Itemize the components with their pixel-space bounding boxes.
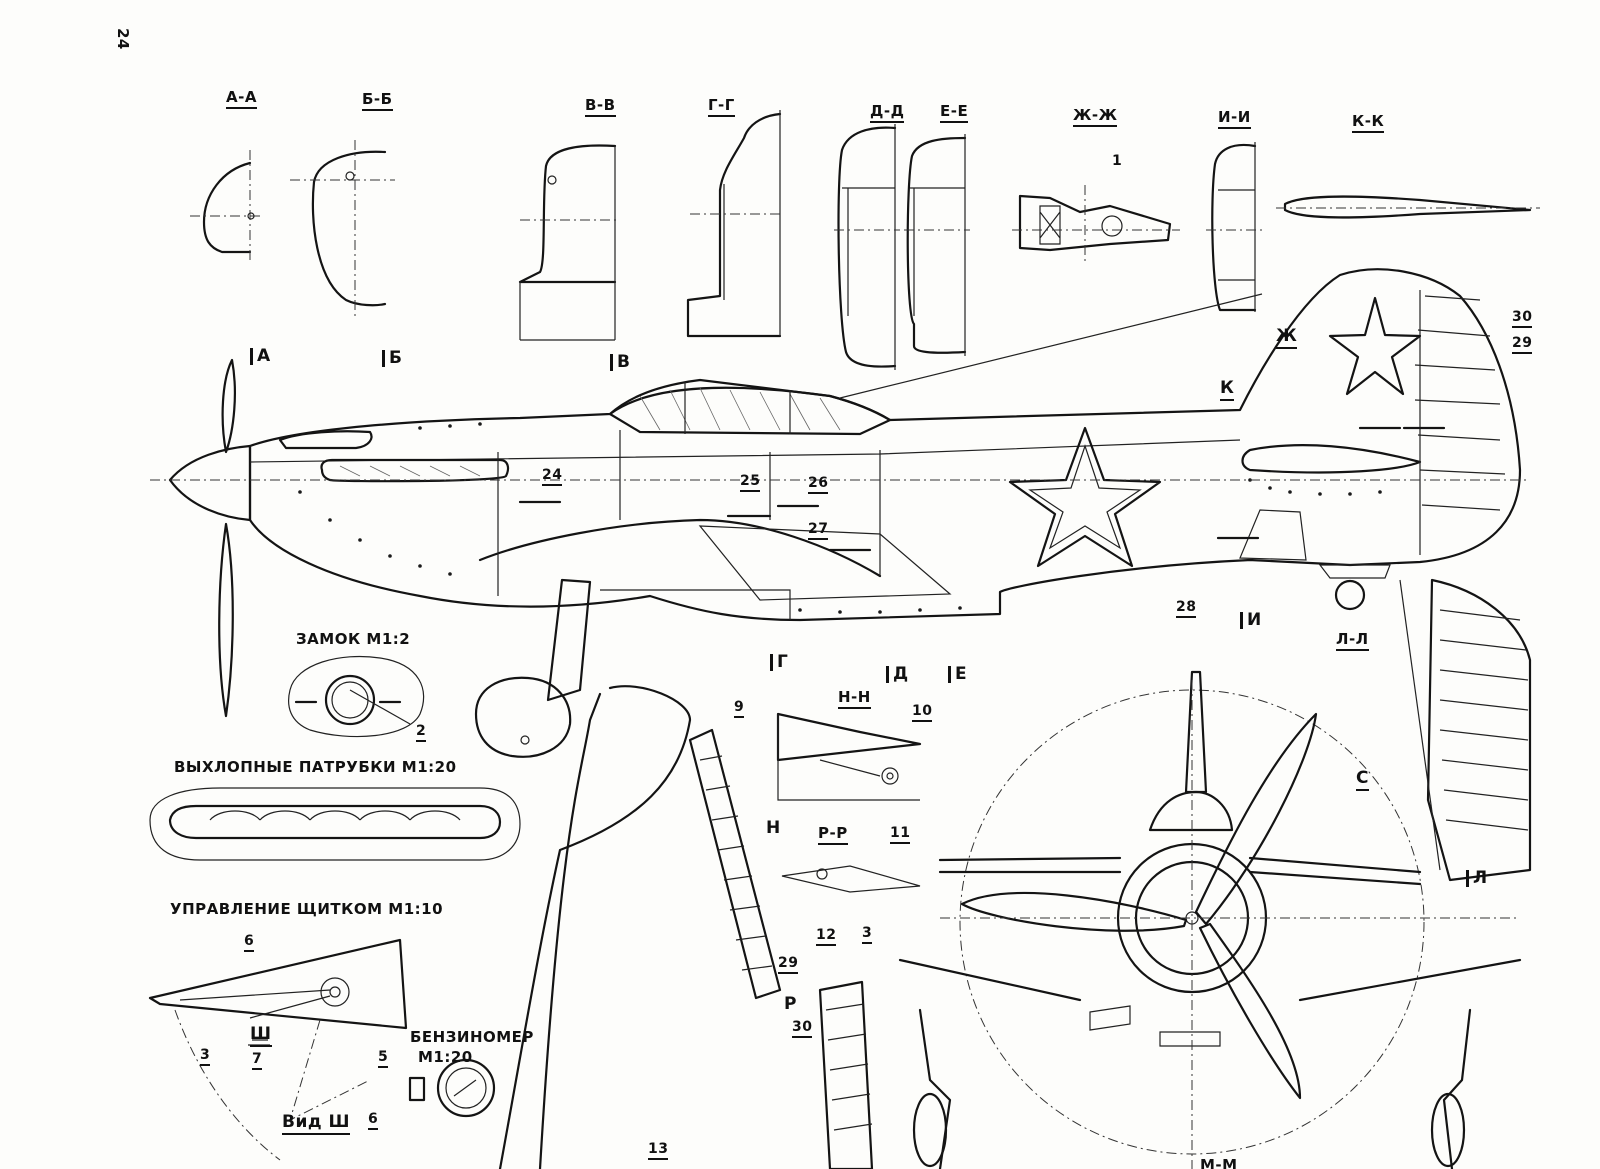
side-view (150, 268, 1530, 758)
callout-1: 1 (1112, 153, 1123, 169)
section-label-nn: Н-Н (838, 690, 871, 709)
cut-marker-v: В (610, 354, 630, 371)
front-view (898, 670, 1522, 1169)
exhaust-title: ВЫХЛОПНЫЕ ПАТРУБКИ М1:20 (174, 758, 457, 776)
flap-rib-detail (688, 728, 874, 1169)
callout-3a: 3 (200, 1048, 211, 1066)
cut-marker-s: С (1356, 770, 1369, 791)
hh-rr-sections (776, 712, 922, 893)
callout-6a: 6 (244, 934, 255, 952)
callout-29a: 29 (1512, 336, 1533, 354)
section-label-zhzh: Ж-Ж (1073, 108, 1118, 127)
cut-marker-b: Б (382, 350, 402, 367)
cut-marker-k: К (1220, 380, 1235, 401)
callout-26: 26 (808, 476, 829, 494)
exhaust-detail (149, 787, 521, 861)
cut-marker-l: Л (1466, 870, 1488, 887)
cut-marker-n: Н (766, 818, 781, 838)
fuel-gauge-scale: М1:20 (418, 1048, 473, 1066)
section-label-ii: И-И (1218, 110, 1251, 129)
view-sh-title: Вид Ш (282, 1114, 351, 1135)
cut-marker-i: И (1240, 612, 1262, 629)
cross-sections (190, 110, 1540, 370)
cut-marker-sh: Ш (250, 1026, 272, 1047)
callout-2: 2 (416, 724, 427, 742)
fuel-gauge-detail (408, 1058, 496, 1118)
flap-control-title: УПРАВЛЕНИЕ ЩИТКОМ М1:10 (170, 900, 444, 918)
callout-29b: 29 (778, 956, 799, 974)
callout-30b: 30 (792, 1020, 813, 1038)
section-label-dd: Д-Д (870, 104, 905, 123)
wing-planform (498, 685, 692, 1169)
callout-9: 9 (734, 700, 745, 718)
lock-detail (288, 655, 425, 738)
section-label-kk: К-К (1352, 114, 1385, 133)
section-label-bb: Б-Б (362, 92, 393, 111)
cut-marker-a: А (250, 348, 271, 365)
callout-24: 24 (542, 468, 563, 486)
section-label-vv: В-В (585, 98, 616, 117)
callout-3b: 3 (862, 926, 873, 944)
page-number: 24 (114, 28, 132, 50)
callout-10: 10 (912, 704, 933, 722)
callout-11: 11 (890, 826, 911, 844)
callout-25: 25 (740, 474, 761, 492)
callout-7: 7 (252, 1052, 263, 1070)
callout-6b: 6 (368, 1112, 379, 1130)
section-label-ee: Е-Е (940, 104, 969, 123)
callout-27: 27 (808, 522, 829, 540)
callout-28: 28 (1176, 600, 1197, 618)
cut-marker-e: Е (948, 666, 967, 683)
fuel-gauge-title: БЕНЗИНОМЕР (410, 1028, 534, 1046)
lock-title: ЗАМОК М1:2 (296, 630, 411, 648)
section-label-ll: Л-Л (1336, 632, 1369, 651)
cut-marker-g: Г (770, 654, 788, 671)
callout-13: 13 (648, 1142, 669, 1160)
section-label-rr: Р-Р (818, 826, 848, 845)
section-label-gg: Г-Г (708, 98, 735, 117)
section-label-mm: М-М (1200, 1156, 1238, 1169)
cut-marker-d: Д (886, 666, 909, 683)
section-label-aa: А-А (226, 90, 257, 109)
callout-30a: 30 (1512, 310, 1533, 328)
callout-5: 5 (378, 1050, 389, 1068)
cut-marker-r: Р (784, 994, 797, 1014)
flap-control-detail (148, 938, 408, 1161)
cut-marker-zh: Ж (1276, 328, 1298, 349)
right-wing-ribs (1399, 578, 1532, 882)
callout-12: 12 (816, 928, 837, 946)
